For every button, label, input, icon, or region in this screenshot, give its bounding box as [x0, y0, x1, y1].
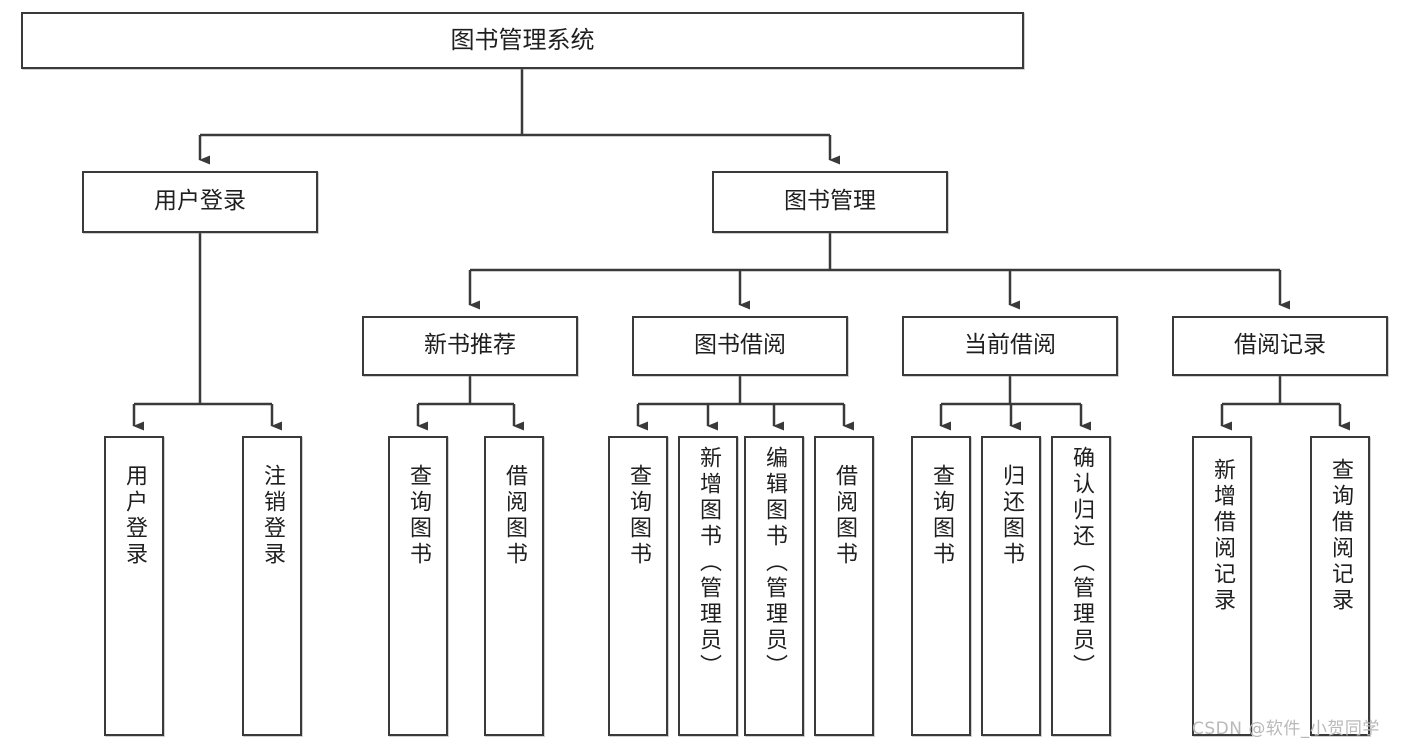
- node-leaf-return-book[interactable]: 归还图书: [981, 436, 1041, 736]
- node-user-login-label: 用户登录: [154, 188, 246, 215]
- node-book-manage[interactable]: 图书管理: [712, 171, 948, 233]
- node-leaf-edit-book-label: 编辑图书（管理员）: [762, 446, 787, 680]
- node-leaf-query-record-label: 查询借阅记录: [1328, 458, 1353, 614]
- node-leaf-query-book-1[interactable]: 查询图书: [388, 436, 448, 736]
- node-leaf-query-book-3[interactable]: 查询图书: [911, 436, 971, 736]
- node-root[interactable]: 图书管理系统: [21, 12, 1024, 69]
- node-leaf-return-book-label: 归还图书: [999, 464, 1024, 568]
- node-leaf-edit-book[interactable]: 编辑图书（管理员）: [744, 436, 804, 736]
- node-leaf-add-record[interactable]: 新增借阅记录: [1192, 436, 1252, 736]
- node-book-manage-label: 图书管理: [784, 188, 876, 215]
- node-leaf-add-book-label: 新增图书（管理员）: [696, 446, 721, 680]
- node-leaf-borrow-book-2-label: 借阅图书: [832, 464, 857, 568]
- node-root-label: 图书管理系统: [450, 26, 595, 55]
- node-leaf-user-login-label: 用户登录: [122, 464, 147, 568]
- node-leaf-add-record-label: 新增借阅记录: [1210, 458, 1235, 614]
- node-new-book-rec-label: 新书推荐: [424, 332, 516, 359]
- node-leaf-query-book-3-label: 查询图书: [929, 464, 954, 568]
- node-leaf-query-book-1-label: 查询图书: [406, 464, 431, 568]
- node-user-login[interactable]: 用户登录: [82, 171, 318, 233]
- node-book-borrow-label: 图书借阅: [694, 332, 786, 359]
- node-book-borrow[interactable]: 图书借阅: [632, 316, 848, 376]
- node-current-borrow[interactable]: 当前借阅: [902, 316, 1118, 376]
- node-leaf-borrow-book-1[interactable]: 借阅图书: [484, 436, 544, 736]
- node-leaf-user-login[interactable]: 用户登录: [104, 436, 164, 736]
- node-leaf-confirm-return-label: 确认归还（管理员）: [1069, 446, 1094, 680]
- node-leaf-query-book-2[interactable]: 查询图书: [608, 436, 668, 736]
- node-leaf-query-book-2-label: 查询图书: [626, 464, 651, 568]
- node-leaf-logout-label: 注销登录: [260, 464, 285, 568]
- node-borrow-record-label: 借阅记录: [1234, 332, 1326, 359]
- node-leaf-borrow-book-1-label: 借阅图书: [502, 464, 527, 568]
- node-borrow-record[interactable]: 借阅记录: [1172, 316, 1388, 376]
- node-leaf-confirm-return[interactable]: 确认归还（管理员）: [1051, 436, 1111, 736]
- node-new-book-rec[interactable]: 新书推荐: [362, 316, 578, 376]
- node-leaf-logout[interactable]: 注销登录: [242, 436, 302, 736]
- node-leaf-borrow-book-2[interactable]: 借阅图书: [814, 436, 874, 736]
- node-current-borrow-label: 当前借阅: [964, 332, 1056, 359]
- node-leaf-add-book[interactable]: 新增图书（管理员）: [678, 436, 738, 736]
- watermark: CSDN @软件_小贺同学: [1192, 719, 1380, 739]
- node-leaf-query-record[interactable]: 查询借阅记录: [1310, 436, 1370, 736]
